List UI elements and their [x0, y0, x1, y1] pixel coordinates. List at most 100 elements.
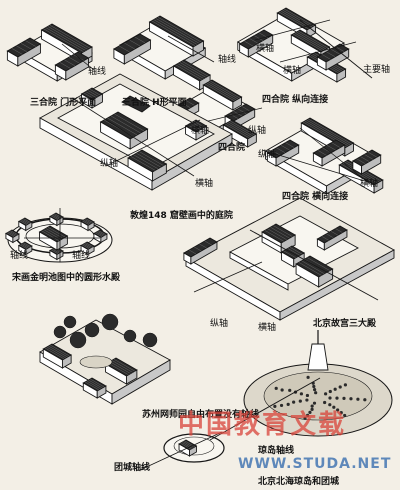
roof-tile [95, 232, 103, 237]
roof-tile [177, 63, 204, 79]
wall-side [129, 128, 149, 150]
roof-tile [157, 17, 202, 43]
tag-axis: 轴线 [218, 55, 237, 65]
roof-tile [321, 54, 331, 60]
roof-tile [241, 106, 251, 112]
tree [323, 400, 327, 405]
roof-tile [19, 220, 28, 225]
roof-tile [183, 441, 194, 448]
roof-tile [308, 118, 352, 145]
roof-tile [98, 230, 106, 235]
roof-tile [88, 379, 103, 389]
caption-suzhou-wangshi: 苏州网师园自由布置没有轴线 [142, 410, 260, 420]
axis-line [279, 41, 357, 63]
roof-tile [304, 120, 349, 147]
tree [53, 325, 67, 339]
roof-tile [41, 230, 60, 241]
wall-side [321, 144, 346, 167]
axis-line [71, 97, 195, 177]
caption-qiongdao-axis: 琼岛轴线 [258, 446, 295, 456]
tree [286, 402, 290, 406]
roof-tile [179, 62, 207, 78]
tree [342, 396, 346, 400]
roof-tile [199, 243, 207, 249]
tag-axis: 轴线 [72, 251, 91, 261]
caption-beihai: 北京北海琼岛和团城 [258, 477, 340, 487]
roof-tile [124, 42, 135, 50]
roof-tile [273, 225, 293, 237]
tag-long-axis: 纵轴 [258, 150, 277, 160]
roof-tile [19, 244, 28, 249]
roof-tile [23, 242, 31, 247]
roof-tile [119, 45, 130, 53]
tree [328, 396, 332, 400]
roof-tile [107, 362, 129, 375]
roof-tile [254, 35, 264, 41]
roof-tile [330, 49, 340, 55]
tree [84, 322, 100, 338]
roof-tile [282, 9, 313, 28]
roof-tile [326, 145, 336, 151]
wall-side [151, 163, 167, 182]
roof-tile [294, 32, 325, 51]
roof-tile [89, 89, 101, 96]
tag-cross-axis: 横轴 [283, 66, 302, 76]
tag-main-axis: 主要轴 [363, 65, 391, 75]
roof-tile [43, 28, 84, 52]
tag-cross-axis: 横轴 [191, 126, 210, 136]
caption-song-jinming: 宋画金明池图中的圆形水殿 [12, 273, 121, 283]
drawing-siheyuan-zong [236, 7, 373, 83]
roof-tile [360, 156, 370, 162]
roof-tile [271, 150, 281, 156]
roof-tile [8, 231, 16, 237]
wall-side [361, 154, 382, 175]
wall-side [190, 241, 218, 265]
roof-tile [109, 361, 131, 374]
roof-tile [113, 359, 135, 372]
roof-tile [287, 248, 301, 256]
wall-side [87, 245, 95, 256]
roof-tile [129, 39, 141, 47]
roof-tile [64, 59, 75, 66]
tree [314, 391, 318, 395]
roof-tile [185, 100, 195, 106]
tree [328, 389, 332, 394]
roof-tile [46, 346, 67, 359]
roof-tile [210, 80, 240, 99]
tree [338, 385, 342, 389]
roof-tile [82, 244, 90, 249]
axis-line [254, 19, 331, 41]
tree [332, 405, 336, 409]
roof-tile [136, 153, 161, 168]
roof-tile [86, 380, 101, 390]
tree [328, 403, 332, 407]
roof-tile [45, 27, 86, 51]
wall-side [151, 133, 233, 191]
roof-tile [204, 240, 212, 246]
roof-tile [264, 230, 285, 242]
tree [363, 398, 367, 402]
wall-side [87, 221, 95, 232]
roof-tile [22, 243, 30, 248]
tag-cross-axis: 横轴 [360, 179, 379, 189]
roof-tile [306, 119, 351, 146]
roof-tile [9, 231, 17, 236]
tree [123, 329, 137, 343]
tree [63, 315, 77, 329]
roof-tile [187, 124, 199, 131]
wall-side [275, 144, 300, 167]
tree [101, 313, 119, 331]
tree [273, 404, 277, 408]
wall-side [247, 34, 274, 58]
roof-tile [340, 163, 376, 185]
roof-tile [20, 43, 32, 50]
roof-tile [83, 219, 91, 225]
roof-tile [155, 18, 200, 44]
caption-sanheyuan-men: 三合院 门形平面 [30, 98, 97, 108]
caption-tuancheng-axis: 团城轴线 [114, 463, 151, 473]
tree [310, 407, 314, 411]
roof-tile [194, 246, 202, 252]
tag-cross-axis: 横轴 [258, 323, 277, 333]
roof-tile [335, 46, 345, 52]
